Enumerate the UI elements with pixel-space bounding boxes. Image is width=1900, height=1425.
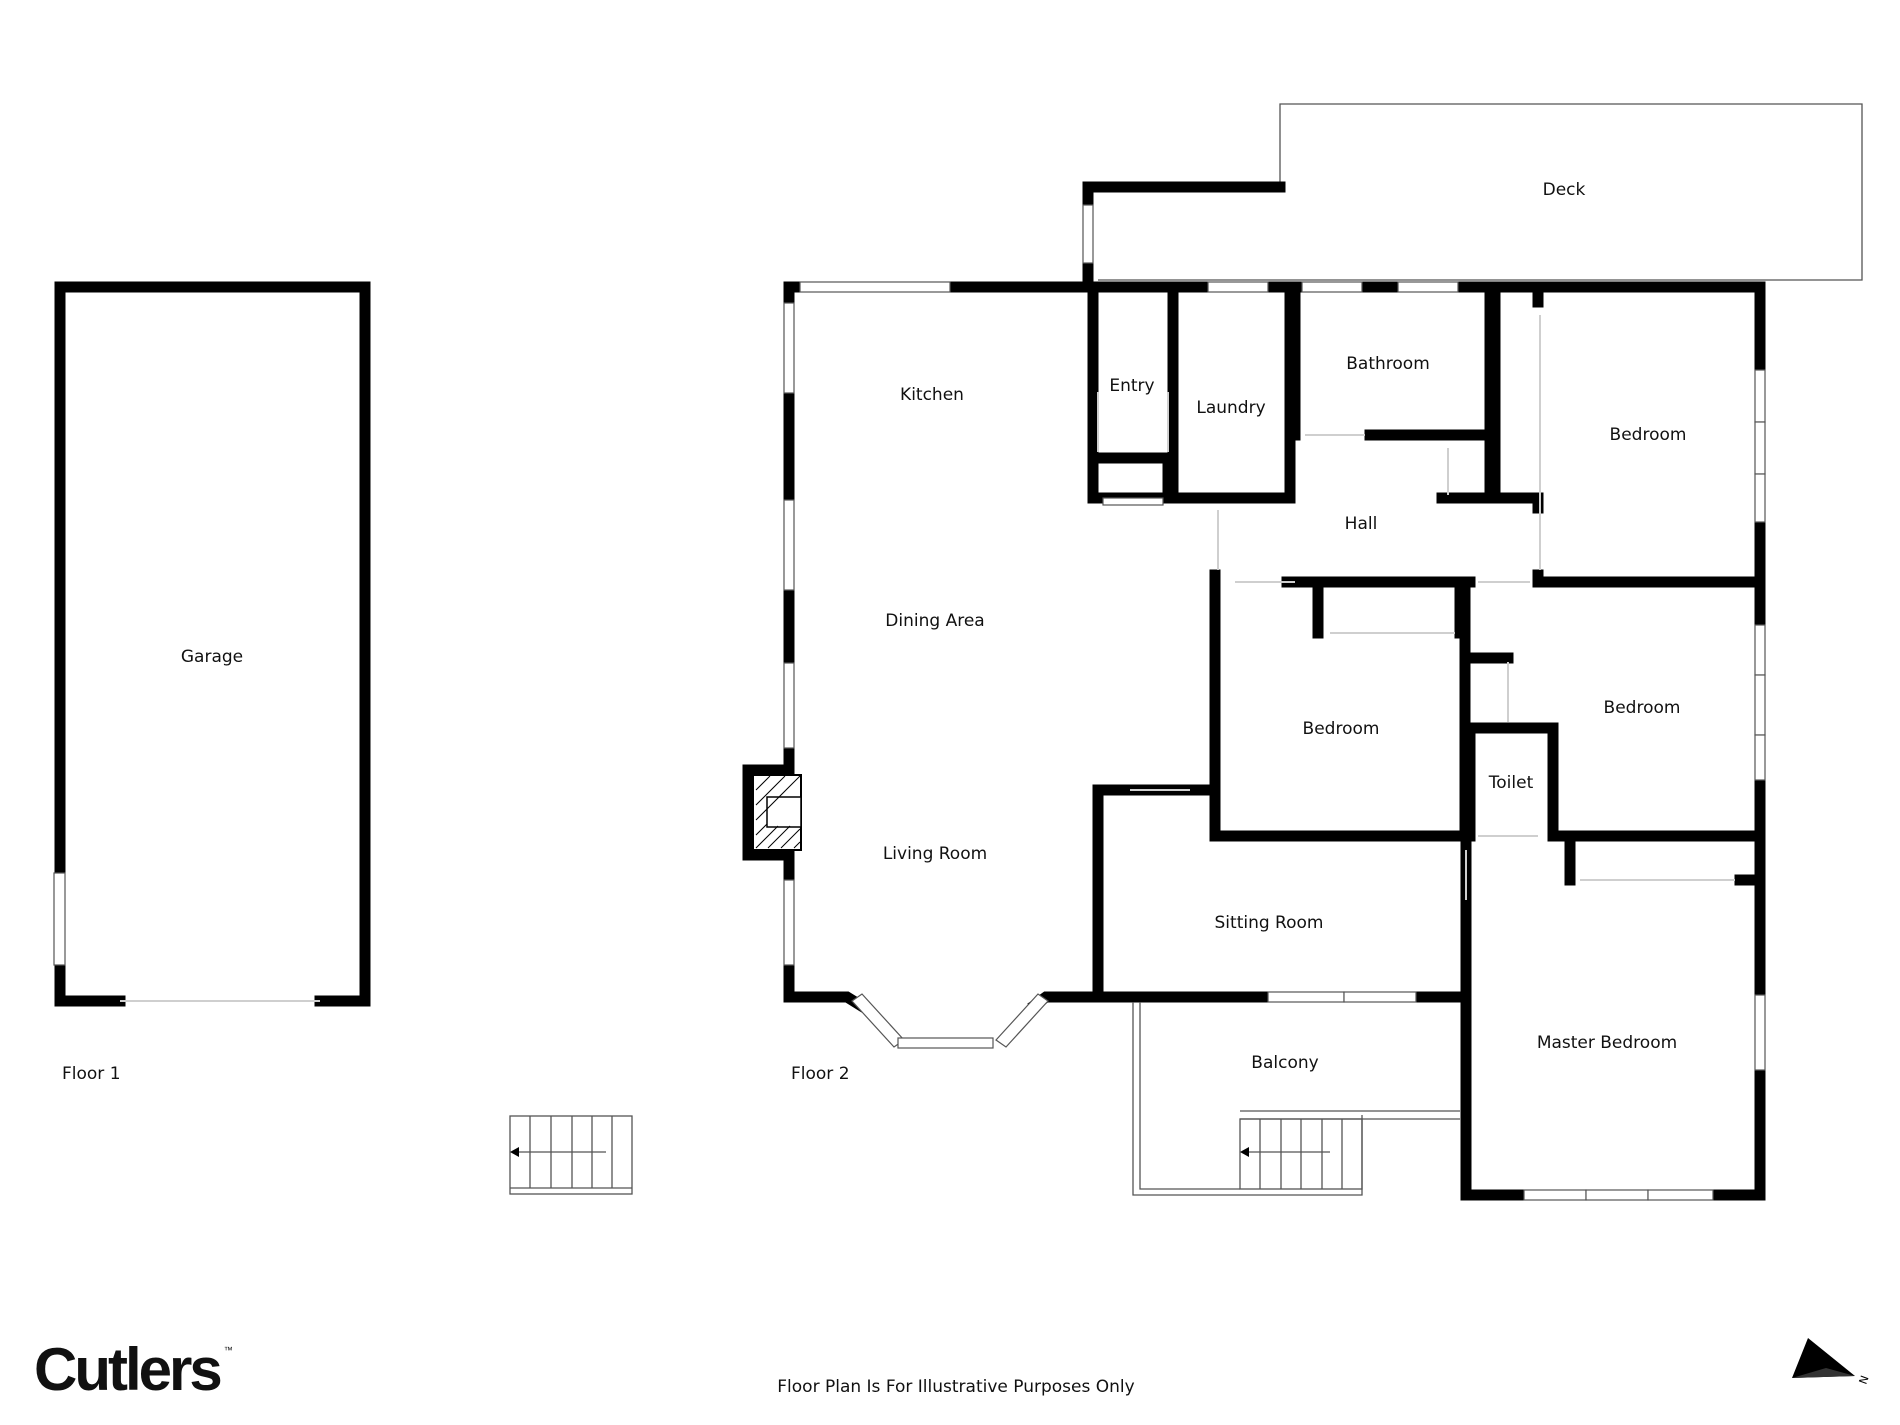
bay-window	[851, 993, 1049, 1049]
room-label-hall: Hall	[1345, 514, 1378, 534]
brand-name: Cutlers	[34, 1336, 223, 1403]
brand-trademark: ™	[223, 1345, 233, 1355]
room-label-sitting: Sitting Room	[1215, 913, 1324, 933]
windows	[783, 281, 1766, 1201]
room-label-toilet: Toilet	[1488, 773, 1534, 793]
disclaimer-label: Floor Plan Is For Illustrative Purposes …	[777, 1377, 1135, 1397]
balcony-structure	[1132, 1002, 1460, 1196]
interior-openings	[1097, 315, 1735, 900]
fireplace	[752, 774, 802, 851]
room-label-balcony: Balcony	[1251, 1053, 1318, 1073]
garage-window	[53, 872, 66, 966]
stair-arrow-icon	[1240, 1147, 1249, 1157]
room-label-living: Living Room	[883, 844, 987, 864]
stairs-floor1	[509, 1115, 633, 1195]
floor-label-2: Floor 2	[791, 1064, 850, 1084]
room-label-laundry: Laundry	[1196, 398, 1265, 418]
deck-structure	[1082, 103, 1863, 286]
stair-arrow-icon	[510, 1147, 519, 1157]
room-label-dining: Dining Area	[885, 611, 984, 631]
disclaimer-text: Floor Plan Is For Illustrative Purposes …	[0, 1377, 1900, 1397]
garage-structure	[53, 281, 371, 1007]
room-label-bedroom-ne: Bedroom	[1610, 425, 1687, 445]
room-label-entry: Entry	[1109, 376, 1154, 396]
floor-label-1: Floor 1	[62, 1064, 121, 1084]
north-compass-icon: N	[1792, 1338, 1872, 1386]
room-label-bathroom: Bathroom	[1346, 354, 1430, 374]
room-label-bedroom-e: Bedroom	[1604, 698, 1681, 718]
room-label-garage: Garage	[181, 647, 243, 667]
room-label-master: Master Bedroom	[1537, 1033, 1677, 1053]
room-label-bedroom-center: Bedroom	[1303, 719, 1380, 739]
room-label-kitchen: Kitchen	[900, 385, 964, 405]
room-label-deck: Deck	[1543, 180, 1586, 200]
